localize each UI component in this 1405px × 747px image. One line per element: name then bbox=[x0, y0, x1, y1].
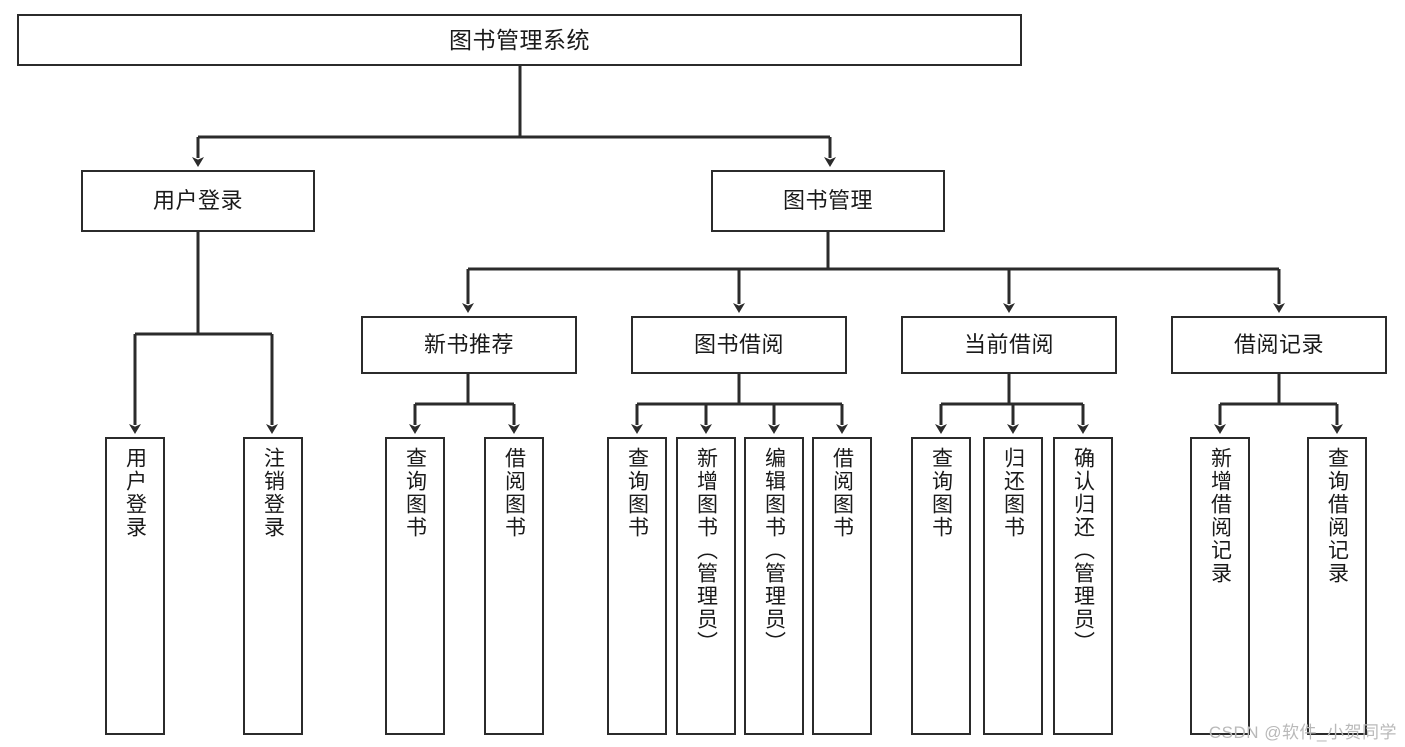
node-leaf-query-record[interactable]: 查询借阅记录 bbox=[1307, 437, 1367, 735]
node-leaf-add-record[interactable]: 新增借阅记录 bbox=[1190, 437, 1250, 735]
node-book-manage[interactable]: 图书管理 bbox=[711, 170, 945, 232]
node-book-borrow-label: 图书借阅 bbox=[693, 332, 784, 358]
node-leaf-add-book-label: 新增图书（管理员） bbox=[694, 447, 718, 654]
node-user-login[interactable]: 用户登录 bbox=[81, 170, 315, 232]
node-leaf-confirm-return-label: 确认归还（管理员） bbox=[1071, 447, 1095, 654]
node-new-book-recommend-label: 新书推荐 bbox=[423, 332, 514, 358]
node-leaf-borrow-book-2[interactable]: 借阅图书 bbox=[812, 437, 872, 735]
node-leaf-query-book-3-label: 查询图书 bbox=[929, 447, 953, 539]
node-leaf-query-book-1[interactable]: 查询图书 bbox=[385, 437, 445, 735]
node-root-label: 图书管理系统 bbox=[449, 26, 590, 53]
node-current-borrow-label: 当前借阅 bbox=[963, 332, 1054, 358]
node-leaf-query-book-2-label: 查询图书 bbox=[625, 447, 649, 539]
node-borrow-record[interactable]: 借阅记录 bbox=[1171, 316, 1387, 374]
node-leaf-return-book-label: 归还图书 bbox=[1001, 447, 1025, 539]
node-book-manage-label: 图书管理 bbox=[782, 188, 873, 214]
node-leaf-user-login-label: 用户登录 bbox=[123, 447, 147, 539]
node-leaf-add-book[interactable]: 新增图书（管理员） bbox=[676, 437, 736, 735]
node-current-borrow[interactable]: 当前借阅 bbox=[901, 316, 1117, 374]
node-leaf-borrow-book-2-label: 借阅图书 bbox=[830, 447, 854, 539]
node-leaf-borrow-book-1-label: 借阅图书 bbox=[502, 447, 526, 539]
node-borrow-record-label: 借阅记录 bbox=[1233, 332, 1324, 358]
node-leaf-edit-book-label: 编辑图书（管理员） bbox=[762, 447, 786, 654]
node-leaf-return-book[interactable]: 归还图书 bbox=[983, 437, 1043, 735]
watermark-text: CSDN @软件_小贺同学 bbox=[1208, 723, 1397, 742]
node-leaf-query-book-2[interactable]: 查询图书 bbox=[607, 437, 667, 735]
node-leaf-query-book-3[interactable]: 查询图书 bbox=[911, 437, 971, 735]
node-leaf-query-book-1-label: 查询图书 bbox=[403, 447, 427, 539]
node-root[interactable]: 图书管理系统 bbox=[17, 14, 1022, 66]
node-leaf-edit-book[interactable]: 编辑图书（管理员） bbox=[744, 437, 804, 735]
node-book-borrow[interactable]: 图书借阅 bbox=[631, 316, 847, 374]
node-leaf-query-record-label: 查询借阅记录 bbox=[1325, 447, 1349, 585]
node-leaf-add-record-label: 新增借阅记录 bbox=[1208, 447, 1232, 585]
node-leaf-user-login[interactable]: 用户登录 bbox=[105, 437, 165, 735]
node-leaf-confirm-return[interactable]: 确认归还（管理员） bbox=[1053, 437, 1113, 735]
node-leaf-logout[interactable]: 注销登录 bbox=[243, 437, 303, 735]
node-leaf-logout-label: 注销登录 bbox=[261, 447, 285, 539]
node-user-login-label: 用户登录 bbox=[152, 188, 243, 214]
node-leaf-borrow-book-1[interactable]: 借阅图书 bbox=[484, 437, 544, 735]
node-new-book-recommend[interactable]: 新书推荐 bbox=[361, 316, 577, 374]
